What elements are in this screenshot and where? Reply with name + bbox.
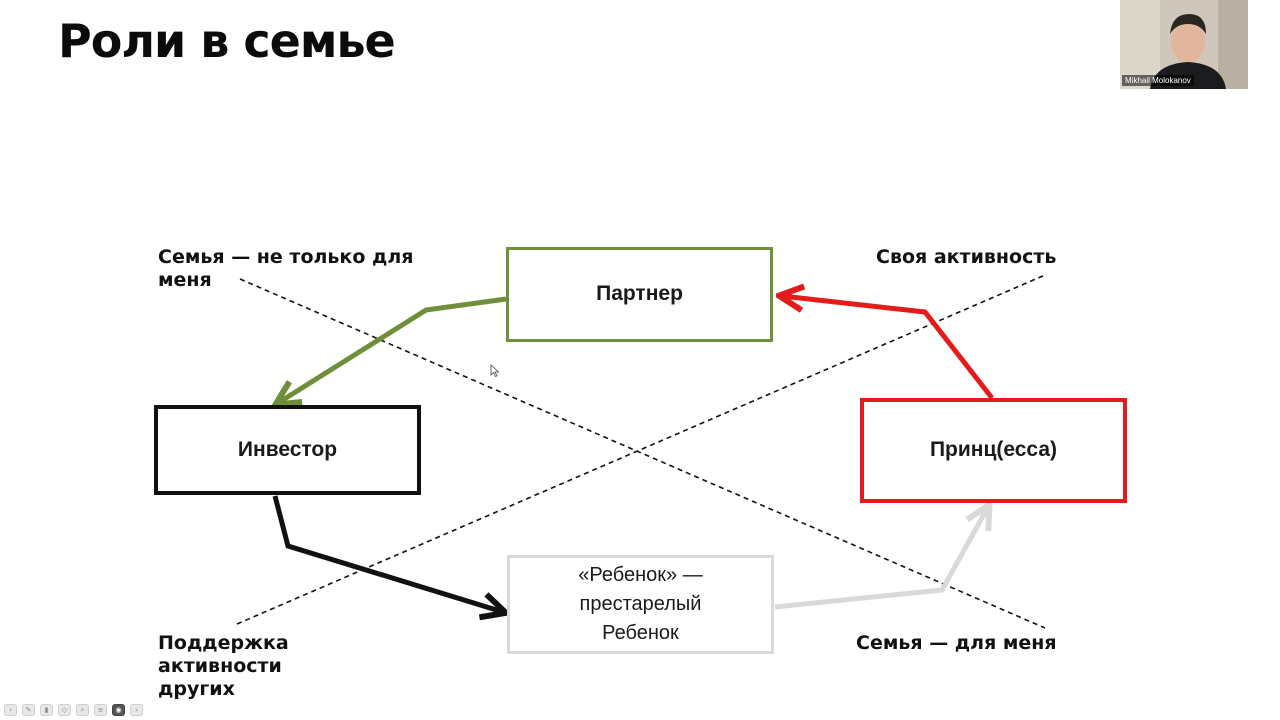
slide-title: Роли в семье bbox=[58, 14, 396, 68]
box-prince-label: Принц(есса) bbox=[929, 438, 1058, 462]
box-investor-label: Инвестор bbox=[237, 437, 338, 461]
box-child: «Ребенок» — престарелый Ребенок bbox=[507, 555, 774, 654]
presentation-toolbar: ‹ ✎ ▮ ◇ ⌕ ≡ ◉ › bbox=[4, 704, 143, 716]
box-child-line3: Ребенок bbox=[602, 622, 679, 644]
box-investor: Инвестор bbox=[154, 405, 421, 495]
eraser-icon[interactable]: ◇ bbox=[58, 704, 71, 716]
participant-avatar bbox=[1120, 0, 1248, 89]
box-partner: Партнер bbox=[506, 247, 773, 342]
camera-icon[interactable]: ◉ bbox=[112, 704, 125, 716]
more-icon[interactable]: › bbox=[130, 704, 143, 716]
axis-label-bottom-left: Поддержка активности других bbox=[158, 632, 289, 700]
box-child-line1: «Ребенок» — bbox=[578, 564, 703, 586]
axis-label-top-right: Своя активность bbox=[876, 246, 1057, 268]
zoom-icon[interactable]: ⌕ bbox=[76, 704, 89, 716]
participant-video[interactable]: Mikhail Molokanov bbox=[1120, 0, 1248, 89]
box-partner-label: Партнер bbox=[596, 282, 683, 306]
box-prince: Принц(есса) bbox=[860, 398, 1127, 503]
highlighter-icon[interactable]: ▮ bbox=[40, 704, 53, 716]
arrow-child-to-prince bbox=[774, 507, 988, 610]
axis-diagonal-up bbox=[236, 274, 1046, 625]
arrow-investor-to-child bbox=[272, 495, 503, 612]
axis-diagonal-down bbox=[239, 278, 1046, 629]
box-child-line2: престарелый bbox=[579, 593, 702, 615]
participant-name: Mikhail Molokanov bbox=[1122, 75, 1194, 86]
menu-icon[interactable]: ≡ bbox=[94, 704, 107, 716]
axis-label-bottom-right: Семья — для меня bbox=[856, 632, 1057, 654]
arrow-partner-to-investor bbox=[278, 296, 507, 403]
mouse-cursor-icon bbox=[490, 364, 500, 378]
prev-icon[interactable]: ‹ bbox=[4, 704, 17, 716]
arrow-prince-to-partner bbox=[782, 296, 994, 400]
axis-label-top-left: Семья — не только для меня bbox=[158, 246, 414, 291]
pen-icon[interactable]: ✎ bbox=[22, 704, 35, 716]
